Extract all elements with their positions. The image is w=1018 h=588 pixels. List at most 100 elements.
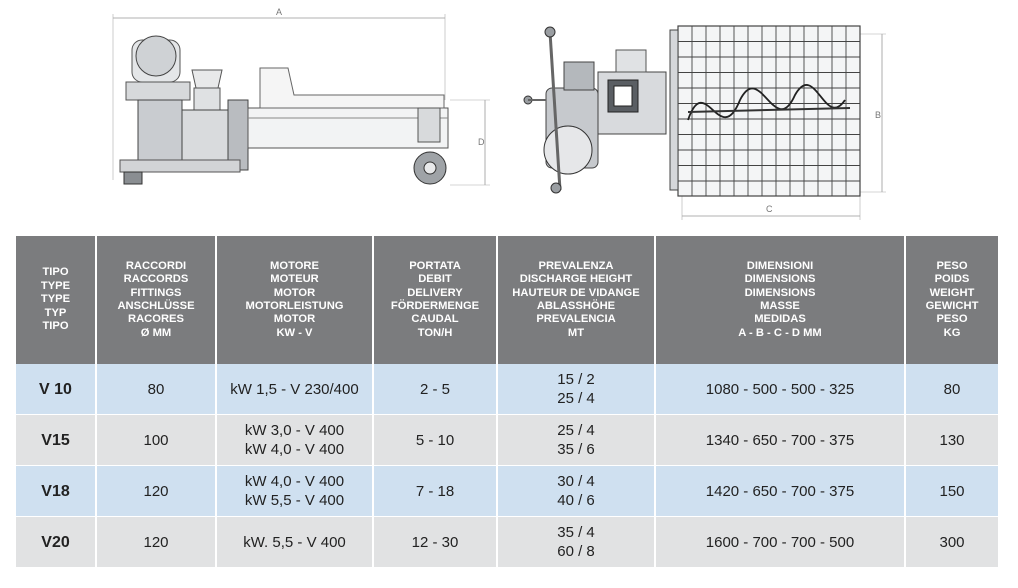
column-header-line: WEIGHT: [929, 286, 975, 299]
dimension-b-label: B: [875, 110, 881, 120]
column-header-line: A - B - C - D mm: [738, 326, 822, 339]
cell-raccordi: 80: [96, 364, 217, 415]
column-header-line: MASSE: [760, 300, 800, 312]
column-header-line: Ø mm: [140, 326, 172, 339]
column-header-line: DEBIT: [418, 273, 452, 286]
cell-prevalenza: 35 / 4 60 / 8: [497, 516, 656, 568]
cell-prevalenza: 25 / 4 35 / 6: [497, 414, 656, 466]
cell-peso: 300: [905, 516, 998, 568]
column-header-line: RACCORDS: [123, 273, 189, 286]
cell-raccordi: 100: [96, 414, 217, 466]
column-header-line: MOTORE: [270, 259, 319, 272]
cell-dimensioni: 1420 - 650 - 700 - 375: [655, 465, 906, 517]
top-view-drawing: B C: [523, 25, 886, 220]
column-header-line: PREVALENZA: [538, 259, 614, 272]
cell-portata: 12 - 30: [373, 516, 498, 568]
cell-line: kW 4,0 - V 400: [244, 473, 345, 490]
column-header-line: RACCORDI: [125, 259, 187, 272]
column-header-line: TYPE: [40, 279, 71, 292]
cell-peso: 150: [905, 465, 998, 517]
column-header-line: PREVALENCIA: [536, 313, 616, 326]
cell-peso: 80: [905, 364, 998, 415]
cell-portata: 7 - 18: [373, 465, 498, 517]
cell-motore: kW 1,5 - V 230/400: [216, 364, 374, 415]
column-header-line: DELIVERY: [407, 286, 463, 299]
column-header-line: DISCHARGE HEIGHT: [519, 273, 633, 286]
cell-tipo: V 10: [16, 364, 97, 415]
column-header-line: ABLASSHÖHE: [536, 300, 616, 312]
column-header-line: Kg: [943, 326, 961, 339]
dimension-d-label: D: [478, 137, 485, 147]
cell-line: 40 / 6: [557, 492, 595, 509]
column-header-line: MOTORLEISTUNG: [245, 300, 344, 312]
column-header-line: FÖRDERMENGE: [390, 300, 480, 312]
column-header-line: PESO: [936, 259, 968, 272]
column-header-line: ANSCHLÜSSE: [117, 300, 195, 312]
column-header-line: TIPO: [42, 320, 69, 333]
column-header-line: DIMENSIONS: [744, 286, 816, 299]
cell-tipo: V18: [16, 465, 97, 517]
cell-line: kW 5,5 - V 400: [244, 492, 345, 509]
cell-dimensioni: 1080 - 500 - 500 - 325: [655, 364, 906, 415]
cell-motore: kW. 5,5 - V 400: [216, 516, 374, 568]
column-header-line: HAUTEUR DE VIDANGE: [512, 286, 640, 299]
cell-line: 60 / 8: [557, 543, 595, 560]
cell-portata: 2 - 5: [373, 364, 498, 415]
cell-motore: kW 3,0 - V 400 kW 4,0 - V 400: [216, 414, 374, 466]
column-header-line: DIMENSIONI: [746, 259, 814, 272]
cell-peso: 130: [905, 414, 998, 466]
column-header-line: MOTEUR: [270, 273, 319, 286]
column-header-line: POIDS: [934, 273, 970, 286]
dimension-c-label: C: [766, 204, 773, 214]
column-header-line: MOTOR: [273, 286, 316, 299]
column-header-line: kW - V: [276, 326, 313, 339]
cell-motore: kW 4,0 - V 400 kW 5,5 - V 400: [216, 465, 374, 517]
cell-line: 30 / 4: [557, 473, 595, 490]
dimension-a-label: A: [276, 7, 282, 17]
cell-line: kW 3,0 - V 400: [244, 422, 345, 439]
column-header-line: DIMENSIONS: [744, 273, 816, 286]
cell-line: kW 4,0 - V 400: [244, 441, 345, 458]
column-header-line: TYP: [44, 306, 67, 319]
cell-line: 35 / 4: [557, 524, 595, 541]
column-header-line: TYPE: [40, 293, 71, 306]
column-header-peso: PESOPOIDSWEIGHTGEWICHTPESOKg: [905, 236, 998, 364]
column-header-line: PESO: [936, 313, 968, 326]
cell-prevalenza: 15 / 2 25 / 4: [497, 364, 656, 415]
cell-dimensioni: 1600 - 700 - 700 - 500: [655, 516, 906, 568]
column-header-line: FITTINGS: [130, 286, 182, 299]
column-header-line: RACORES: [128, 313, 184, 326]
cell-line: kW. 5,5 - V 400: [243, 533, 346, 551]
cell-portata: 5 - 10: [373, 414, 498, 466]
column-header-line: mt: [567, 326, 585, 339]
cell-raccordi: 120: [96, 465, 217, 517]
cell-tipo: V15: [16, 414, 97, 466]
column-header-line: MOTOR: [273, 313, 316, 326]
cell-line: 25 / 4: [557, 422, 595, 439]
technical-drawings: A D B: [0, 0, 1018, 230]
column-header-motore: MOTOREMOTEURMOTORMOTORLEISTUNGMOTORkW - …: [216, 236, 374, 364]
cell-line: 25 / 4: [557, 390, 595, 407]
cell-prevalenza: 30 / 4 40 / 6: [497, 465, 656, 517]
side-view-drawing: A D: [112, 7, 490, 186]
column-header-line: MEDIDAS: [754, 313, 806, 326]
column-header-portata: PORTATADEBITDELIVERYFÖRDERMENGECAUDALTon…: [373, 236, 498, 364]
cell-raccordi: 120: [96, 516, 217, 568]
cell-line: 35 / 6: [557, 441, 595, 458]
column-header-line: CAUDAL: [411, 313, 459, 326]
cell-line: 15 / 2: [557, 371, 595, 388]
cell-dimensioni: 1340 - 650 - 700 - 375: [655, 414, 906, 466]
column-header-line: TIPO: [42, 266, 69, 279]
cell-tipo: V20: [16, 516, 97, 568]
cell-line: kW 1,5 - V 230/400: [230, 380, 359, 398]
